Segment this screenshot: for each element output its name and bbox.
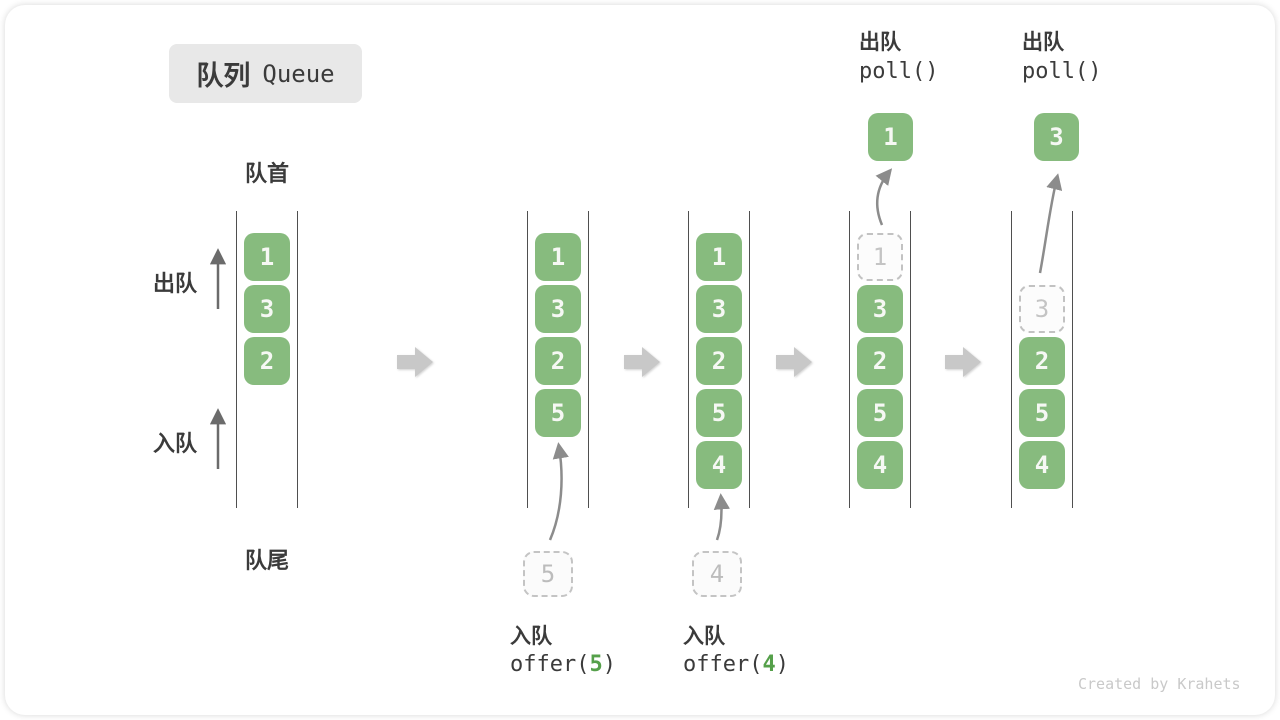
queue-item: 4 — [696, 441, 742, 489]
watermark: Created by Krahets — [1078, 675, 1241, 693]
op-label-enqueue: 入队 — [510, 625, 552, 648]
queue-item: 5 — [696, 389, 742, 437]
title-en: Queue — [262, 59, 335, 88]
queue-item: 5 — [535, 389, 581, 437]
op-code-text: poll() — [859, 59, 939, 84]
popped-item: 1 — [868, 113, 913, 161]
queue-item: 2 — [244, 337, 290, 385]
queue-column — [236, 211, 298, 508]
op-code-poll: poll() — [859, 59, 938, 84]
op-code-offer: offer(5) — [510, 652, 616, 677]
queue-item: 2 — [535, 337, 581, 385]
queue-column — [1011, 211, 1073, 508]
op-label-dequeue: 出队 — [859, 31, 901, 54]
queue-item: 3 — [696, 285, 742, 333]
queue-item-dashed: 3 — [1019, 285, 1065, 333]
queue-item: 2 — [857, 337, 903, 385]
queue-column — [688, 211, 750, 508]
op-code-text: poll() — [1022, 59, 1102, 84]
popped-item: 3 — [1034, 113, 1079, 161]
queue-item: 4 — [1019, 441, 1065, 489]
pending-item: 4 — [692, 551, 742, 597]
queue-item: 1 — [535, 233, 581, 281]
queue-item: 3 — [857, 285, 903, 333]
queue-column — [527, 211, 589, 508]
op-code-text: ) — [775, 652, 789, 677]
label-queue-front: 队首 — [244, 161, 290, 186]
queue-item: 3 — [535, 285, 581, 333]
label-enqueue-side: 入队 — [153, 431, 198, 456]
queue-item-dashed: 1 — [857, 233, 903, 281]
queue-item: 2 — [696, 337, 742, 385]
queue-item: 5 — [857, 389, 903, 437]
label-dequeue-side: 出队 — [153, 271, 198, 296]
op-label-dequeue: 出队 — [1022, 31, 1064, 54]
queue-column — [849, 211, 911, 508]
pending-item: 5 — [523, 551, 573, 597]
queue-item: 3 — [244, 285, 290, 333]
op-code-poll: poll() — [1022, 59, 1101, 84]
op-code-text: offer( — [683, 652, 763, 677]
diagram-frame — [5, 5, 1275, 715]
queue-item: 5 — [1019, 389, 1065, 437]
op-code-text: offer( — [510, 652, 590, 677]
title-badge: 队列 Queue — [169, 44, 362, 103]
op-code-text: ) — [602, 652, 616, 677]
queue-item: 1 — [696, 233, 742, 281]
op-code-offer: offer(4) — [683, 652, 789, 677]
title-zh: 队列 — [196, 61, 251, 91]
queue-item: 1 — [244, 233, 290, 281]
op-label-enqueue: 入队 — [683, 625, 725, 648]
label-queue-rear: 队尾 — [244, 548, 290, 573]
queue-item: 4 — [857, 441, 903, 489]
queue-item: 2 — [1019, 337, 1065, 385]
op-arg: 4 — [762, 652, 776, 677]
op-arg: 5 — [589, 652, 603, 677]
